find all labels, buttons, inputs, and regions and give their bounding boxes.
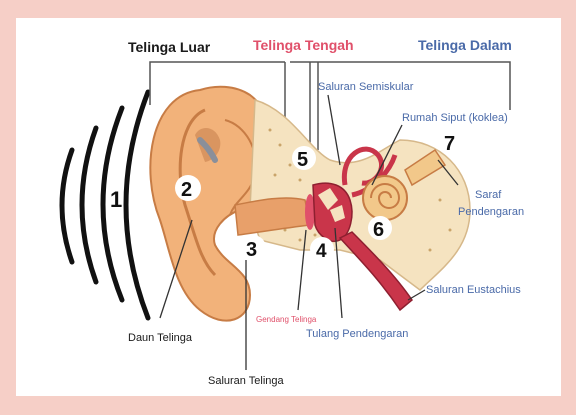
label-saraf: Saraf xyxy=(475,189,502,201)
label-saluran-eustachius: Saluran Eustachius xyxy=(426,284,521,296)
number-4: 4 xyxy=(316,241,327,262)
label-rumah-siput: Rumah Siput (koklea) xyxy=(402,112,508,124)
number-5: 5 xyxy=(297,149,308,171)
number-1: 1 xyxy=(110,187,122,212)
cochlea-shape xyxy=(363,176,407,220)
number-3: 3 xyxy=(246,239,257,261)
cochlea-outer xyxy=(363,176,407,220)
heading-telinga-dalam: Telinga Dalam xyxy=(418,37,512,53)
number-6: 6 xyxy=(373,219,384,241)
number-2: 2 xyxy=(181,179,192,201)
label-saluran-telinga: Saluran Telinga xyxy=(208,375,285,387)
heading-telinga-luar: Telinga Luar xyxy=(128,39,211,55)
label-gendang-telinga: Gendang Telinga xyxy=(256,315,317,324)
label-tulang-pendengaran: Tulang Pendengaran xyxy=(306,328,408,340)
number-7: 7 xyxy=(444,133,455,155)
heading-telinga-tengah: Telinga Tengah xyxy=(253,37,354,53)
label-saluran-semiskular: Saluran Semiskular xyxy=(318,81,414,93)
label-pendengaran: Pendengaran xyxy=(458,206,524,218)
label-daun-telinga: Daun Telinga xyxy=(128,332,193,344)
